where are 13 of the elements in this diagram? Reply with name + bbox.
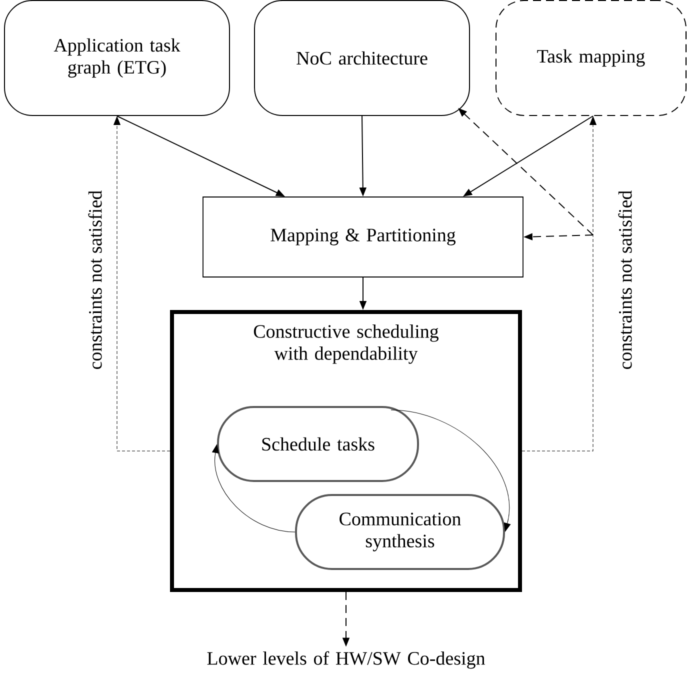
- edge-label: constraints not satisfied: [618, 190, 632, 369]
- arrow: [114, 116, 170, 452]
- step-box: Schedule tasks: [217, 406, 419, 482]
- rounded-box: Application task graph (ETG): [4, 0, 230, 116]
- dashed-rounded-box: Task mapping: [496, 0, 686, 116]
- edge-label: constraints not satisfied: [88, 190, 102, 369]
- arrow: [522, 116, 596, 452]
- step-box: Communication synthesis: [295, 494, 505, 570]
- output-text: Lower levels of HW/SW Co-design: [207, 651, 486, 669]
- arrow: [390, 410, 511, 532]
- process-box: Mapping & Partitioning: [202, 196, 524, 278]
- arrow: [212, 444, 296, 532]
- rounded-box: NoC architecture: [254, 0, 470, 116]
